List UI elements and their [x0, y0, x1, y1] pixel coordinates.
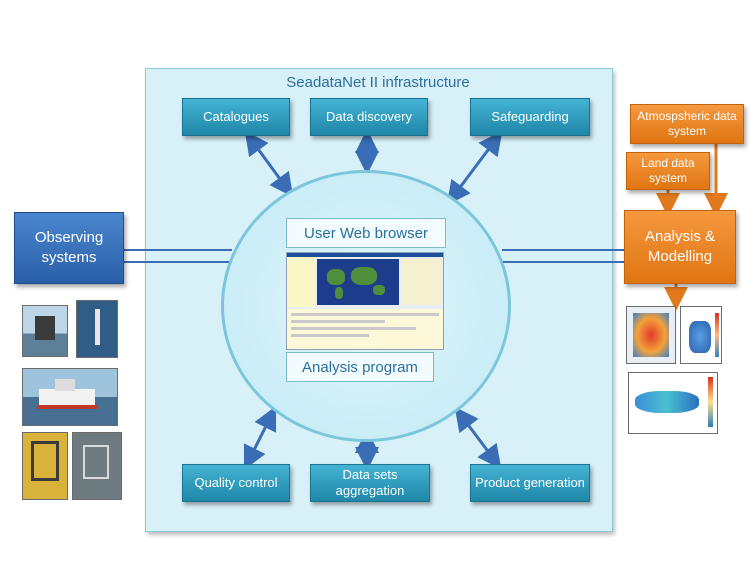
quality-control-box: Quality control	[182, 464, 290, 502]
browser-screenshot	[286, 252, 444, 350]
infrastructure-title: SeadataNet II infrastructure	[286, 74, 470, 91]
model-output-map	[626, 306, 676, 364]
observing-platform-photo	[22, 305, 68, 357]
world-map-icon	[317, 259, 399, 305]
atmospheric-data-system-box: Atmospsheric data system	[630, 104, 744, 144]
buoy-photo	[76, 300, 118, 358]
research-vessel-photo	[22, 368, 118, 426]
data-discovery-box: Data discovery	[310, 98, 428, 136]
catalogues-box: Catalogues	[182, 98, 290, 136]
product-generation-arrow	[454, 406, 502, 470]
analysis-program-label: Analysis program	[286, 352, 434, 382]
central-circle	[221, 170, 511, 442]
catalogues-arrow	[244, 130, 294, 198]
product-generation-box: Product generation	[470, 464, 590, 502]
land-data-system-box: Land data system	[626, 152, 710, 190]
crane-deck-photo	[22, 432, 68, 500]
observing-systems-box: Observing systems	[14, 212, 124, 284]
instrument-frame-photo	[72, 432, 122, 500]
safeguarding-arrow	[446, 130, 503, 206]
user-web-browser-label: User Web browser	[286, 218, 446, 248]
regional-model-map	[680, 306, 722, 364]
safeguarding-box: Safeguarding	[470, 98, 590, 136]
analysis-modelling-box: Analysis & Modelling	[624, 210, 736, 284]
quality-control-arrow	[243, 405, 277, 471]
sea-surface-map	[628, 372, 718, 434]
data-sets-aggregation-box: Data sets aggregation	[310, 464, 430, 502]
